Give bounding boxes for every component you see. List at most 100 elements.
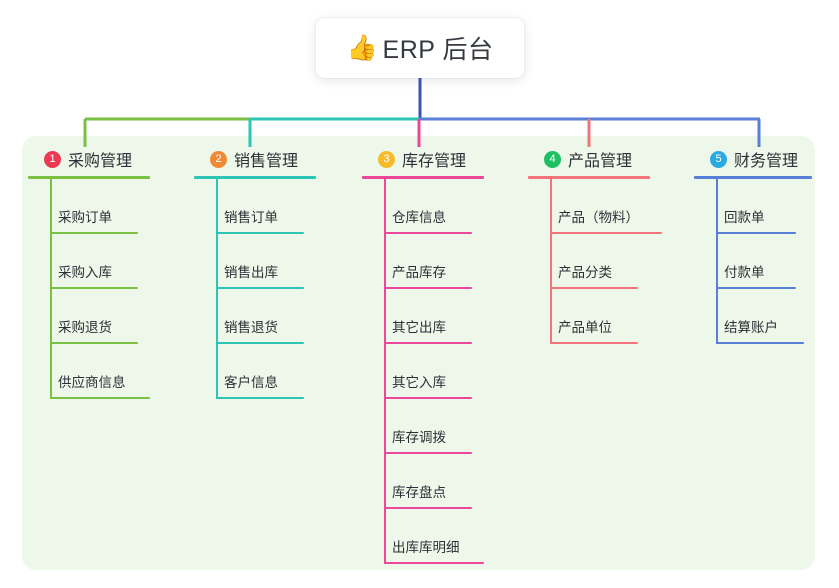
branch-item-rule bbox=[384, 562, 484, 564]
branch-header-2[interactable]: 2 销售管理 bbox=[210, 148, 344, 170]
branch-item-rule bbox=[384, 232, 472, 234]
branch-item-rule bbox=[384, 452, 472, 454]
branch-item-label: 销售出库 bbox=[224, 265, 278, 280]
branch-header-rule-5 bbox=[694, 176, 812, 179]
branches-panel bbox=[22, 136, 815, 570]
branch-item-rule bbox=[216, 397, 304, 399]
branch-item-label: 产品（物料） bbox=[558, 210, 639, 225]
branch-item-label: 产品分类 bbox=[558, 265, 612, 280]
branch-item-rule bbox=[50, 397, 150, 399]
branch-header-3[interactable]: 3 库存管理 bbox=[378, 148, 512, 170]
branch-header-4[interactable]: 4 产品管理 bbox=[544, 148, 688, 170]
branch-item-rule bbox=[716, 232, 796, 234]
branch-item[interactable]: 付款单 bbox=[694, 234, 839, 289]
branch-item-label: 出库库明细 bbox=[392, 540, 460, 555]
branch-item[interactable]: 产品分类 bbox=[528, 234, 688, 289]
branch-items-4: 产品（物料） 产品分类产品单位 bbox=[528, 179, 688, 344]
branch-item-label: 结算账户 bbox=[724, 320, 778, 335]
root-title: ERP 后台 bbox=[382, 36, 494, 64]
branch-spine-5 bbox=[716, 179, 718, 344]
branch-header-5[interactable]: 5 财务管理 bbox=[710, 148, 839, 170]
thumbs-up-icon: 👍 bbox=[346, 34, 378, 62]
branch-item[interactable]: 采购退货 bbox=[28, 289, 178, 344]
branch-item-label: 采购入库 bbox=[58, 265, 112, 280]
branch-item-rule bbox=[716, 342, 804, 344]
branch-items-1: 采购订单采购入库采购退货供应商信息 bbox=[28, 179, 178, 399]
branch-badge-3: 3 bbox=[378, 150, 395, 168]
branch-item[interactable]: 客户信息 bbox=[194, 344, 344, 399]
branch-item[interactable]: 库存调拨 bbox=[362, 399, 512, 454]
branch-items-2: 销售订单销售出库销售退货客户信息 bbox=[194, 179, 344, 399]
branch-item[interactable]: 销售退货 bbox=[194, 289, 344, 344]
branch-column-1: 1 采购管理采购订单采购入库采购退货供应商信息 bbox=[28, 148, 178, 399]
branch-item[interactable]: 采购入库 bbox=[28, 234, 178, 289]
branch-item-label: 仓库信息 bbox=[392, 210, 446, 225]
branch-item-rule bbox=[384, 397, 472, 399]
branch-column-4: 4 产品管理产品（物料） 产品分类产品单位 bbox=[528, 148, 688, 344]
branch-item-label: 供应商信息 bbox=[58, 375, 126, 390]
branch-item-label: 采购订单 bbox=[58, 210, 112, 225]
branch-item-label: 付款单 bbox=[724, 265, 765, 280]
branch-item[interactable]: 结算账户 bbox=[694, 289, 839, 344]
branch-item-label: 销售订单 bbox=[224, 210, 278, 225]
branch-item-rule bbox=[550, 232, 662, 234]
branch-spine-2 bbox=[216, 179, 218, 399]
branch-column-2: 2 销售管理销售订单销售出库销售退货客户信息 bbox=[194, 148, 344, 399]
branch-item[interactable]: 产品（物料） bbox=[528, 179, 688, 234]
branch-item[interactable]: 产品库存 bbox=[362, 234, 512, 289]
branch-spine-4 bbox=[550, 179, 552, 344]
branch-badge-2: 2 bbox=[210, 150, 227, 168]
branch-item-rule bbox=[50, 232, 138, 234]
branch-item-rule bbox=[216, 287, 304, 289]
branch-title-5: 财务管理 bbox=[734, 153, 799, 170]
branch-item-label: 销售退货 bbox=[224, 320, 278, 335]
branch-item-rule bbox=[216, 232, 304, 234]
branch-badge-5: 5 bbox=[710, 150, 727, 168]
branch-item-rule bbox=[384, 287, 472, 289]
branch-item-rule bbox=[50, 342, 138, 344]
branch-spine-3 bbox=[384, 179, 386, 564]
branch-item-rule bbox=[716, 287, 796, 289]
branch-item-label: 产品库存 bbox=[392, 265, 446, 280]
branch-item-rule bbox=[550, 342, 638, 344]
branch-item-rule bbox=[50, 287, 138, 289]
branch-item-label: 其它入库 bbox=[392, 375, 446, 390]
branch-item-label: 客户信息 bbox=[224, 375, 278, 390]
branch-item[interactable]: 供应商信息 bbox=[28, 344, 178, 399]
branch-item[interactable]: 其它入库 bbox=[362, 344, 512, 399]
branch-item[interactable]: 销售订单 bbox=[194, 179, 344, 234]
branch-header-rule-3 bbox=[362, 176, 484, 179]
branch-item-label: 库存盘点 bbox=[392, 485, 446, 500]
branch-title-2: 销售管理 bbox=[234, 153, 299, 170]
branch-header-rule-4 bbox=[528, 176, 650, 179]
branch-item-label: 产品单位 bbox=[558, 320, 612, 335]
branch-spine-1 bbox=[50, 179, 52, 399]
branch-item[interactable]: 产品单位 bbox=[528, 289, 688, 344]
branch-column-3: 3 库存管理仓库信息产品库存其它出库其它入库库存调拨库存盘点出库库明细 bbox=[362, 148, 512, 564]
root-node-card[interactable]: 👍 ERP 后台 bbox=[316, 18, 524, 78]
branch-header-1[interactable]: 1 采购管理 bbox=[44, 148, 178, 170]
branch-item-rule bbox=[550, 287, 638, 289]
branch-item[interactable]: 仓库信息 bbox=[362, 179, 512, 234]
branch-header-rule-1 bbox=[28, 176, 150, 179]
branch-item-label: 回款单 bbox=[724, 210, 765, 225]
branch-item[interactable]: 出库库明细 bbox=[362, 509, 512, 564]
branch-title-1: 采购管理 bbox=[68, 153, 133, 170]
branch-title-4: 产品管理 bbox=[568, 153, 633, 170]
branch-item-rule bbox=[384, 342, 472, 344]
branch-badge-4: 4 bbox=[544, 150, 561, 168]
branch-item-rule bbox=[216, 342, 304, 344]
branch-items-5: 回款单付款单结算账户 bbox=[694, 179, 839, 344]
branch-item[interactable]: 其它出库 bbox=[362, 289, 512, 344]
branch-badge-1: 1 bbox=[44, 150, 61, 168]
branch-item[interactable]: 销售出库 bbox=[194, 234, 344, 289]
branch-item-label: 其它出库 bbox=[392, 320, 446, 335]
branch-item-label: 采购退货 bbox=[58, 320, 112, 335]
branch-title-3: 库存管理 bbox=[402, 153, 467, 170]
branch-item-label: 库存调拨 bbox=[392, 430, 446, 445]
branch-header-rule-2 bbox=[194, 176, 316, 179]
branch-item[interactable]: 回款单 bbox=[694, 179, 839, 234]
branch-item[interactable]: 采购订单 bbox=[28, 179, 178, 234]
branch-item[interactable]: 库存盘点 bbox=[362, 454, 512, 509]
